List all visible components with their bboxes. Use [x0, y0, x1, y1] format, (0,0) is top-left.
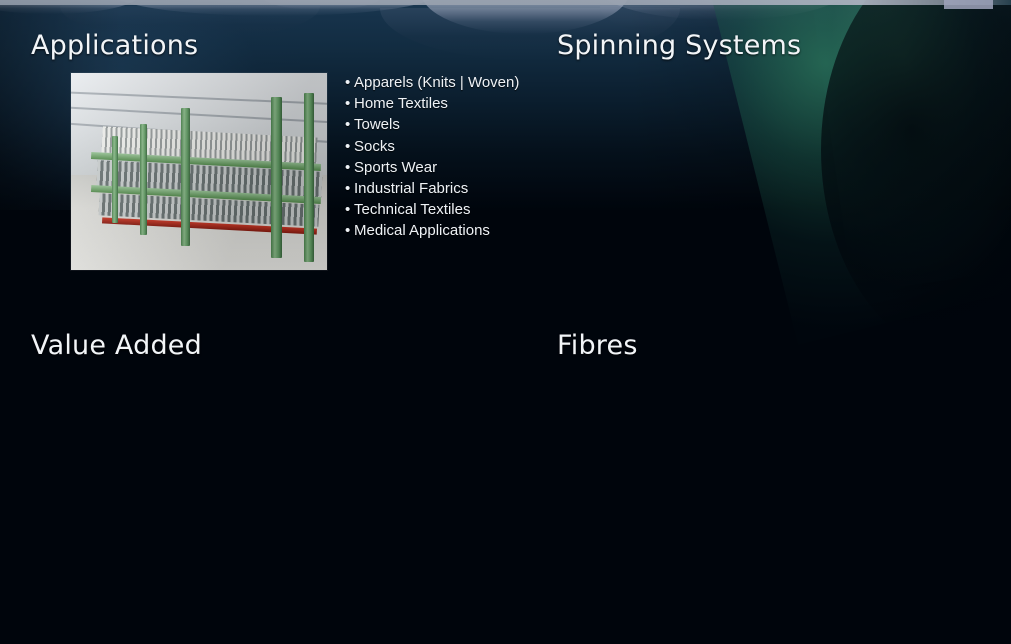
bullet-icon: • — [345, 137, 351, 155]
panel-title-spinning-systems: Spinning Systems — [557, 30, 802, 62]
list-item-label: Socks — [354, 137, 395, 155]
bullet-list-applications: •Apparels (Knits | Woven)•Home Textiles•… — [305, 72, 519, 242]
list-item: •Technical Textiles — [345, 199, 519, 220]
panel-title-fibres: Fibres — [557, 330, 638, 362]
list-item: •Medical Applications — [345, 220, 519, 241]
list-item: •Home Textiles — [345, 93, 519, 114]
panel-title-value-added: Value Added — [31, 330, 202, 362]
panel-applications: Applications •Apparels (K — [0, 0, 530, 290]
bullet-icon: • — [345, 201, 351, 219]
panel-fibres: Fibres •Cotton•Viscose(Grasim | Lenzing)… — [530, 290, 1011, 644]
photo-applications — [71, 73, 327, 270]
panel-spinning-systems: Spinning Systems •Open End•Ring•Compact•… — [530, 0, 1011, 290]
list-item: •Apparels (Knits | Woven) — [345, 72, 519, 93]
list-item-label: Apparels (Knits | Woven) — [354, 74, 520, 91]
panel-value-added: Value Added •Dye — [0, 290, 530, 644]
list-item-label: Towels — [354, 116, 400, 134]
list-item: •Sports Wear — [345, 157, 519, 178]
bullet-icon: • — [345, 95, 351, 113]
list-item-label: Technical Textiles — [354, 201, 471, 219]
bullet-icon: • — [345, 222, 351, 240]
list-item-label: Sports Wear — [354, 158, 438, 176]
bullet-icon: • — [345, 180, 351, 198]
bullet-icon: • — [345, 158, 351, 176]
list-item: •Towels — [345, 114, 519, 135]
list-item: •Socks — [345, 136, 519, 157]
bullet-icon: • — [345, 116, 351, 134]
list-item: •Industrial Fabrics — [345, 178, 519, 199]
list-item-label: Home Textiles — [354, 95, 448, 113]
bullet-icon: • — [345, 74, 351, 91]
list-item-label: Industrial Fabrics — [354, 180, 469, 198]
panel-title-applications: Applications — [31, 30, 199, 62]
list-item-label: Medical Applications — [354, 222, 490, 240]
